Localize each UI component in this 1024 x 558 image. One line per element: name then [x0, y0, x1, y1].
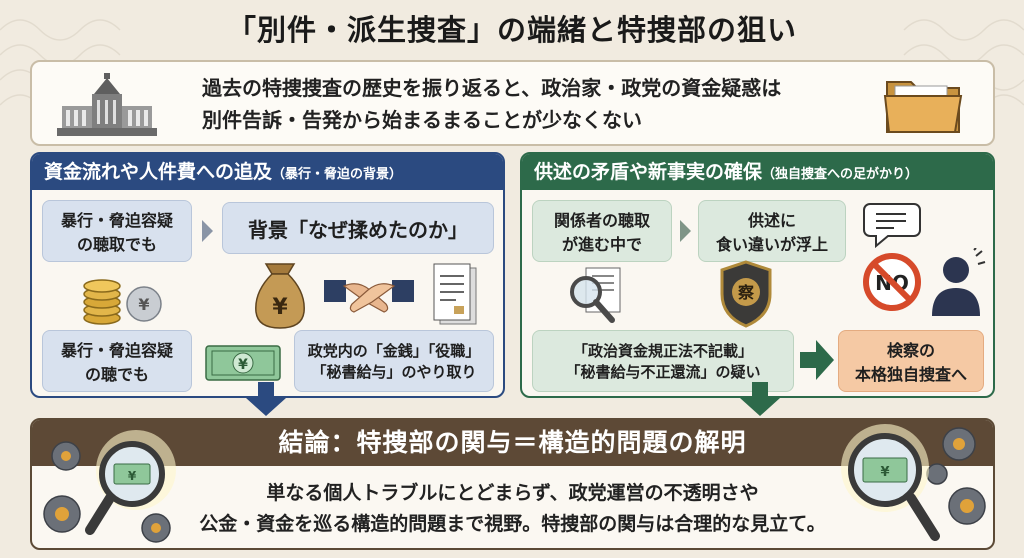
down-arrow-left-icon — [246, 382, 286, 416]
left-panel-title: 資金流れや人件費への追及 — [44, 161, 273, 183]
right-panel-header: 供述の矛盾や新事実の確保（独自捜査への足がかり） — [522, 154, 993, 190]
left-panel-header: 資金流れや人件費への追及（暴行・脅迫の背景） — [32, 154, 503, 190]
handshake-icon — [324, 280, 414, 313]
left-panel: 資金流れや人件費への追及（暴行・脅迫の背景） 暴行・脅迫容疑 の聴取でも 背景「… — [30, 152, 505, 398]
money-bag-icon: ¥ — [255, 263, 305, 329]
right-box-hearing: 関係者の聴取 が進む中で — [532, 200, 672, 262]
left-box-interrogation: 暴行・脅迫容疑 の聴取でも — [42, 200, 192, 262]
left-panel-subtitle: （暴行・脅迫の背景） — [272, 167, 403, 182]
banknote-yen-label: ¥ — [238, 357, 248, 373]
right-panel: 供述の矛盾や新事実の確保（独自捜査への足がかり） 関係者の聴取 が進む中で 供述… — [520, 152, 995, 398]
coins-icon: ¥ — [83, 279, 162, 325]
coin-yen-label: ¥ — [138, 295, 149, 314]
right-magnifier-yen: ¥ — [880, 465, 889, 480]
intro-banner: 過去の特捜捜査の歴史を振り返ると、政治家・政党の資金疑惑は 別件告訴・告発から始… — [30, 60, 995, 146]
document-icon — [433, 263, 477, 325]
arrow-right-icon — [202, 220, 213, 242]
banknote-icon: ¥ — [205, 345, 281, 381]
left-box-party-exchanges: 政党内の「金銭」「役職」 「秘書給与」のやり取り — [294, 330, 494, 392]
magnifier-document-icon — [570, 267, 621, 323]
magnifier-gears-left-icon: ¥ — [43, 430, 176, 543]
silhouette-icon — [932, 248, 986, 316]
right-panel-title: 供述の矛盾や新事実の確保 — [534, 161, 763, 183]
arrow-right-icon — [680, 220, 691, 242]
magnifier-gears-right-icon: ¥ — [841, 424, 986, 541]
page-title: 「別件・派生捜査」の端緒と特捜部の狙い — [226, 13, 797, 47]
no-sign-icon: NO — [863, 253, 921, 311]
police-badge-icon: 察 — [720, 260, 772, 328]
intro-line-1: 過去の特捜捜査の歴史を振り返ると、政治家・政党の資金疑惑は — [202, 76, 782, 100]
arrow-right-big-icon — [800, 340, 834, 380]
conclusion-line-2: 公金・資金を巡る構造的問題まで視野。特捜部の関与は合理的な見立て。 — [199, 513, 826, 535]
right-box-suspicion: 「政治資金規正法不記載」 「秘書給与不正還流」の疑い — [532, 330, 794, 392]
folder-icon — [883, 81, 963, 133]
left-magnifier-yen: ¥ — [128, 469, 137, 483]
right-box-contradiction: 供述に 食い違いが浮上 — [698, 200, 846, 262]
parliament-building-icon — [57, 73, 157, 136]
intro-line-2: 別件告訴・告発から始まるまることが少なくない — [202, 108, 642, 132]
money-bag-yen-label: ¥ — [272, 295, 288, 320]
conclusion-title: 結論：特捜部の関与＝構造的問題の解明 — [32, 420, 993, 466]
right-box-independent-investigation: 検察の 本格独自捜査へ — [838, 330, 984, 392]
left-box-interrogation-2: 暴行・脅迫容疑 の聴でも — [42, 330, 192, 392]
speech-bubble-icon — [863, 203, 921, 248]
conclusion-panel: 結論：特捜部の関与＝構造的問題の解明 単なる個人トラブルにとどまらず、政党運営の… — [30, 418, 995, 550]
badge-label: 察 — [737, 283, 755, 302]
down-arrow-right-icon — [740, 382, 780, 416]
left-box-background: 背景「なぜ揉めたのか」 — [222, 202, 494, 254]
conclusion-line-1: 単なる個人トラブルにとどまらず、政党運営の不透明さや — [266, 482, 759, 504]
right-panel-subtitle: （独自捜査への足がかり） — [762, 167, 919, 182]
